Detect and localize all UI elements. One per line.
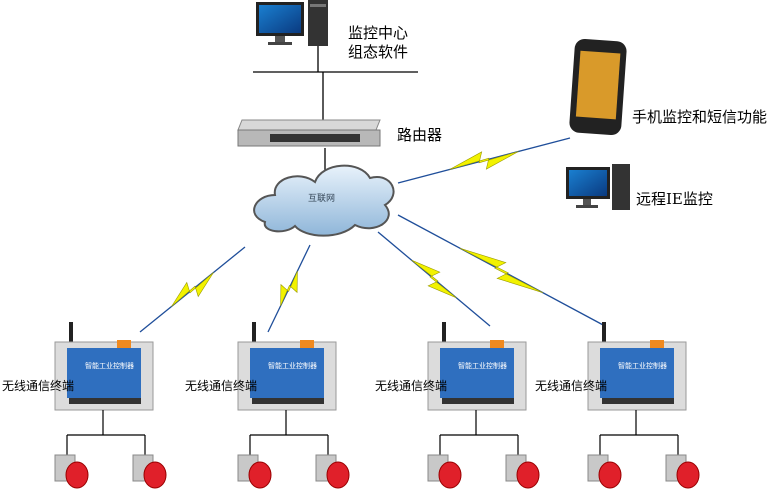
emergency-button-icon xyxy=(143,461,167,489)
terminal-block xyxy=(650,340,664,348)
controller-device-icon xyxy=(54,322,167,489)
controller-device-icon xyxy=(427,322,540,489)
remote-pc-icon xyxy=(566,164,630,210)
emergency-button-icon xyxy=(598,461,622,489)
terminal-label: 无线通信终端 xyxy=(535,379,608,393)
emergency-button-icon xyxy=(248,461,272,489)
device-label: 智能工业控制器 xyxy=(268,362,317,370)
lightning-icon xyxy=(411,259,457,299)
device-label: 智能工业控制器 xyxy=(618,362,667,370)
remote-pc-label: 远程IE监控 xyxy=(636,190,713,208)
terminal-block xyxy=(490,340,504,348)
terminal-label: 无线通信终端 xyxy=(185,379,258,393)
emergency-button-icon xyxy=(65,461,89,489)
router-icon xyxy=(237,119,381,147)
phone-label: 手机监控和短信功能 xyxy=(632,108,768,126)
emergency-button-icon xyxy=(326,461,350,489)
antenna-icon xyxy=(442,322,446,344)
lightning-icon xyxy=(459,248,544,293)
cloud-label: 互联网 xyxy=(308,194,336,204)
wired-links xyxy=(253,46,418,172)
emergency-button-icon xyxy=(516,461,540,489)
terminal-strip xyxy=(252,398,324,404)
emergency-button-icon xyxy=(438,461,462,489)
antenna-icon xyxy=(602,322,606,344)
terminal-label: 无线通信终端 xyxy=(375,379,448,393)
emergency-button-icon xyxy=(676,461,700,489)
device-panel xyxy=(600,348,674,398)
terminals xyxy=(54,322,700,489)
router-label: 路由器 xyxy=(397,126,443,144)
terminal-strip xyxy=(442,398,514,404)
device-panel xyxy=(67,348,141,398)
device-label: 智能工业控制器 xyxy=(458,362,507,370)
terminal-block xyxy=(300,340,314,348)
antenna-icon xyxy=(252,322,256,344)
device-label: 智能工业控制器 xyxy=(85,362,134,370)
wireless-links xyxy=(139,137,606,333)
mobile-phone-icon xyxy=(569,38,627,136)
monitor-pc-icon xyxy=(256,0,328,46)
controller-device-icon xyxy=(587,322,700,489)
terminal-strip xyxy=(602,398,674,404)
terminal-strip xyxy=(69,398,141,404)
antenna-icon xyxy=(69,322,73,344)
terminal-block xyxy=(117,340,131,348)
lightning-icon xyxy=(449,151,519,170)
center-label-2: 组态软件 xyxy=(348,43,409,61)
controller-device-icon xyxy=(237,322,350,489)
internet-cloud-icon xyxy=(253,164,395,237)
center-label-1: 监控中心 xyxy=(348,24,409,42)
lightning-icon xyxy=(280,270,298,307)
terminal-label: 无线通信终端 xyxy=(2,379,75,393)
device-panel xyxy=(250,348,324,398)
lightning-icon xyxy=(171,272,214,307)
device-panel xyxy=(440,348,514,398)
